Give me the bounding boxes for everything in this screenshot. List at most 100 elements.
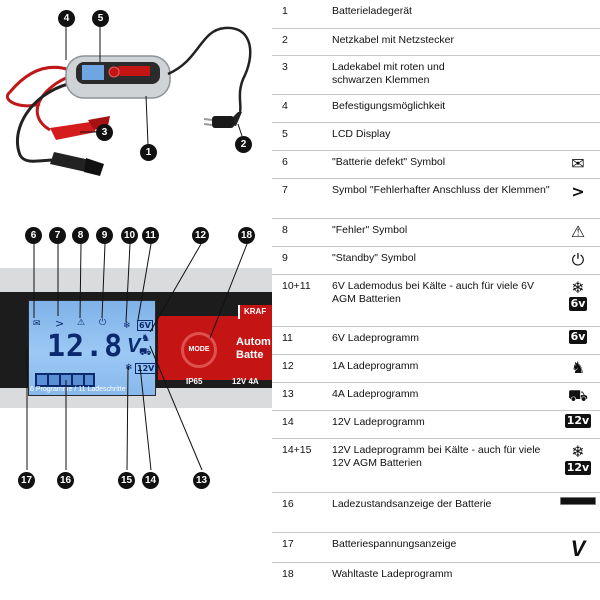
callout-14: 14 [142, 472, 159, 489]
legend-table: 1 Batterieladegerät 2 Netzkabel mit Netz… [272, 0, 600, 587]
legend-num: 6 [282, 155, 288, 168]
lcd-voltage-unit: V [127, 335, 141, 357]
legend-num: 14+15 [282, 443, 312, 456]
table-row: 6 "Batterie defekt" Symbol ✉ [272, 150, 600, 178]
table-row: 3 Ladekabel mit roten und schwarzen Klem… [272, 55, 600, 94]
legend-num: 12 [282, 359, 294, 372]
ip-rating: IP65 [186, 377, 203, 386]
callout-15: 15 [118, 472, 135, 489]
legend-num: 3 [282, 60, 288, 73]
table-row: 14 12V Ladeprogramm 12v [272, 410, 600, 438]
legend-text: Ladezustandsanzeige der Batterie [332, 497, 492, 510]
snow-icon: ❄ [571, 441, 585, 461]
callout-6: 6 [25, 227, 42, 244]
table-row: 9 "Standby" Symbol ⏻ [272, 246, 600, 274]
table-row: 1 Batterieladegerät [272, 0, 600, 28]
legend-text: Symbol "Fehlerhafter Anschluss der Klemm… [332, 183, 550, 196]
table-row: 12 1A Ladeprogramm ♞ [272, 354, 600, 382]
legend-num: 4 [282, 99, 288, 112]
legend-text: Ladekabel mit roten und schwarzen Klemme… [332, 60, 445, 86]
table-row: 18 Wahltaste Ladeprogramm [272, 562, 600, 587]
motorbike-icon: ♞ [570, 357, 586, 377]
charge-level-bar [35, 373, 95, 387]
callout-10: 10 [121, 227, 138, 244]
legend-text: 6V Ladeprogramm [332, 331, 419, 344]
table-row: 13 4A Ladeprogramm ⛟ [272, 382, 600, 410]
model-line-2: Batte [236, 349, 264, 361]
callout-11: 11 [142, 227, 159, 244]
12v-icon: 12v [564, 413, 592, 428]
callout-5: 5 [92, 10, 109, 27]
callout-17: 17 [18, 472, 35, 489]
table-row: 10+11 6V Lademodus bei Kälte - auch für … [272, 274, 600, 326]
legend-num: 10+11 [282, 279, 311, 292]
mode-button[interactable]: MODE [181, 332, 217, 368]
legend-num: 7 [282, 183, 288, 196]
black-clamp-icon [50, 152, 104, 176]
table-row: 14+15 12V Ladeprogramm bei Kälte - auch … [272, 438, 600, 492]
legend-num: 18 [282, 567, 294, 580]
car-icon: ⛟ [567, 385, 589, 405]
callout-8: 8 [72, 227, 89, 244]
legend-text: Netzkabel mit Netzstecker [332, 33, 454, 46]
callout-13: 13 [193, 472, 210, 489]
legend-text: LCD Display [332, 127, 391, 140]
spec-label: 12V 4A [232, 377, 259, 386]
legend-text: "Fehler" Symbol [332, 223, 408, 236]
legend-text: Befestigungsmöglichkeit [332, 99, 446, 112]
snow-icon-2: ❄ [125, 363, 133, 373]
brand-badge: KRAF [238, 305, 272, 319]
warning-icon: ⚠ [570, 221, 586, 241]
callout-12: 12 [192, 227, 209, 244]
callout-1: 1 [140, 144, 157, 161]
lcd-badge-12v: 12V [135, 363, 157, 374]
legend-num: 16 [282, 497, 294, 510]
callout-4: 4 [58, 10, 75, 27]
clamp-icon: > [571, 181, 585, 201]
legend-text: Batteriespannungsanzeige [332, 537, 457, 550]
legend-num: 1 [282, 5, 288, 17]
product-illustration: 4 5 3 1 2 ✉ > ⚠ ⏻ ❄ 6V ♞ ⛟ ❄ 12V 12.8 V … [0, 0, 272, 600]
6v-icon: 6v [568, 296, 588, 311]
legend-text: 12V Ladeprogramm bei Kälte - auch für vi… [332, 443, 541, 469]
warning-icon: ⚠ [77, 318, 86, 328]
legend-num: 13 [282, 387, 294, 400]
legend-num: 9 [282, 251, 288, 264]
motorbike-icon: ♞ [141, 333, 150, 344]
table-row: 5 LCD Display [272, 122, 600, 150]
legend-text: 6V Lademodus bei Kälte - auch für viele … [332, 279, 534, 305]
legend-num: 14 [282, 415, 294, 428]
model-line-1: Autom [236, 336, 271, 348]
callout-16: 16 [57, 472, 74, 489]
legend-num: 5 [282, 127, 288, 140]
legend-text: 12V Ladeprogramm [332, 415, 425, 428]
table-row: 17 Batteriespannungsanzeige V [272, 532, 600, 562]
legend-text: 4A Ladeprogramm [332, 387, 419, 400]
lcd-footer-label: 6 Programme / 11 Ladeschritte [30, 386, 126, 393]
table-row: 7 Symbol "Fehlerhafter Anschluss der Kle… [272, 178, 600, 218]
callout-18: 18 [238, 227, 255, 244]
legend-num: 17 [282, 537, 294, 550]
table-row: 16 Ladezustandsanzeige der Batterie [272, 492, 600, 532]
table-row: 11 6V Ladeprogramm 6v [272, 326, 600, 354]
battery-defect-icon: ✉ [571, 153, 585, 173]
callout-2: 2 [235, 136, 252, 153]
legend-num: 2 [282, 33, 288, 46]
table-row: 8 "Fehler" Symbol ⚠ [272, 218, 600, 246]
table-row: 4 Befestigungsmöglichkeit [272, 94, 600, 122]
6v-icon: 6v [568, 329, 588, 344]
legend-text: Wahltaste Ladeprogramm [332, 567, 453, 580]
legend-text: Batterieladegerät [332, 5, 412, 17]
callout-3: 3 [96, 124, 113, 141]
battery-defect-icon: ✉ [33, 319, 41, 329]
12v-icon: 12v [564, 460, 592, 475]
legend-num: 11 [282, 331, 293, 344]
lcd-badge-6v: 6V [137, 320, 153, 331]
lcd-display: ✉ > ⚠ ⏻ ❄ 6V ♞ ⛟ ❄ 12V 12.8 V [28, 300, 157, 396]
legend-text: 1A Ladeprogramm [332, 359, 419, 372]
car-icon: ⛟ [139, 347, 152, 358]
legend-num: 8 [282, 223, 288, 236]
snow-icon: ❄ [571, 277, 585, 297]
clamp-icon: > [55, 317, 65, 330]
snow-icon: ❄ [123, 321, 131, 331]
